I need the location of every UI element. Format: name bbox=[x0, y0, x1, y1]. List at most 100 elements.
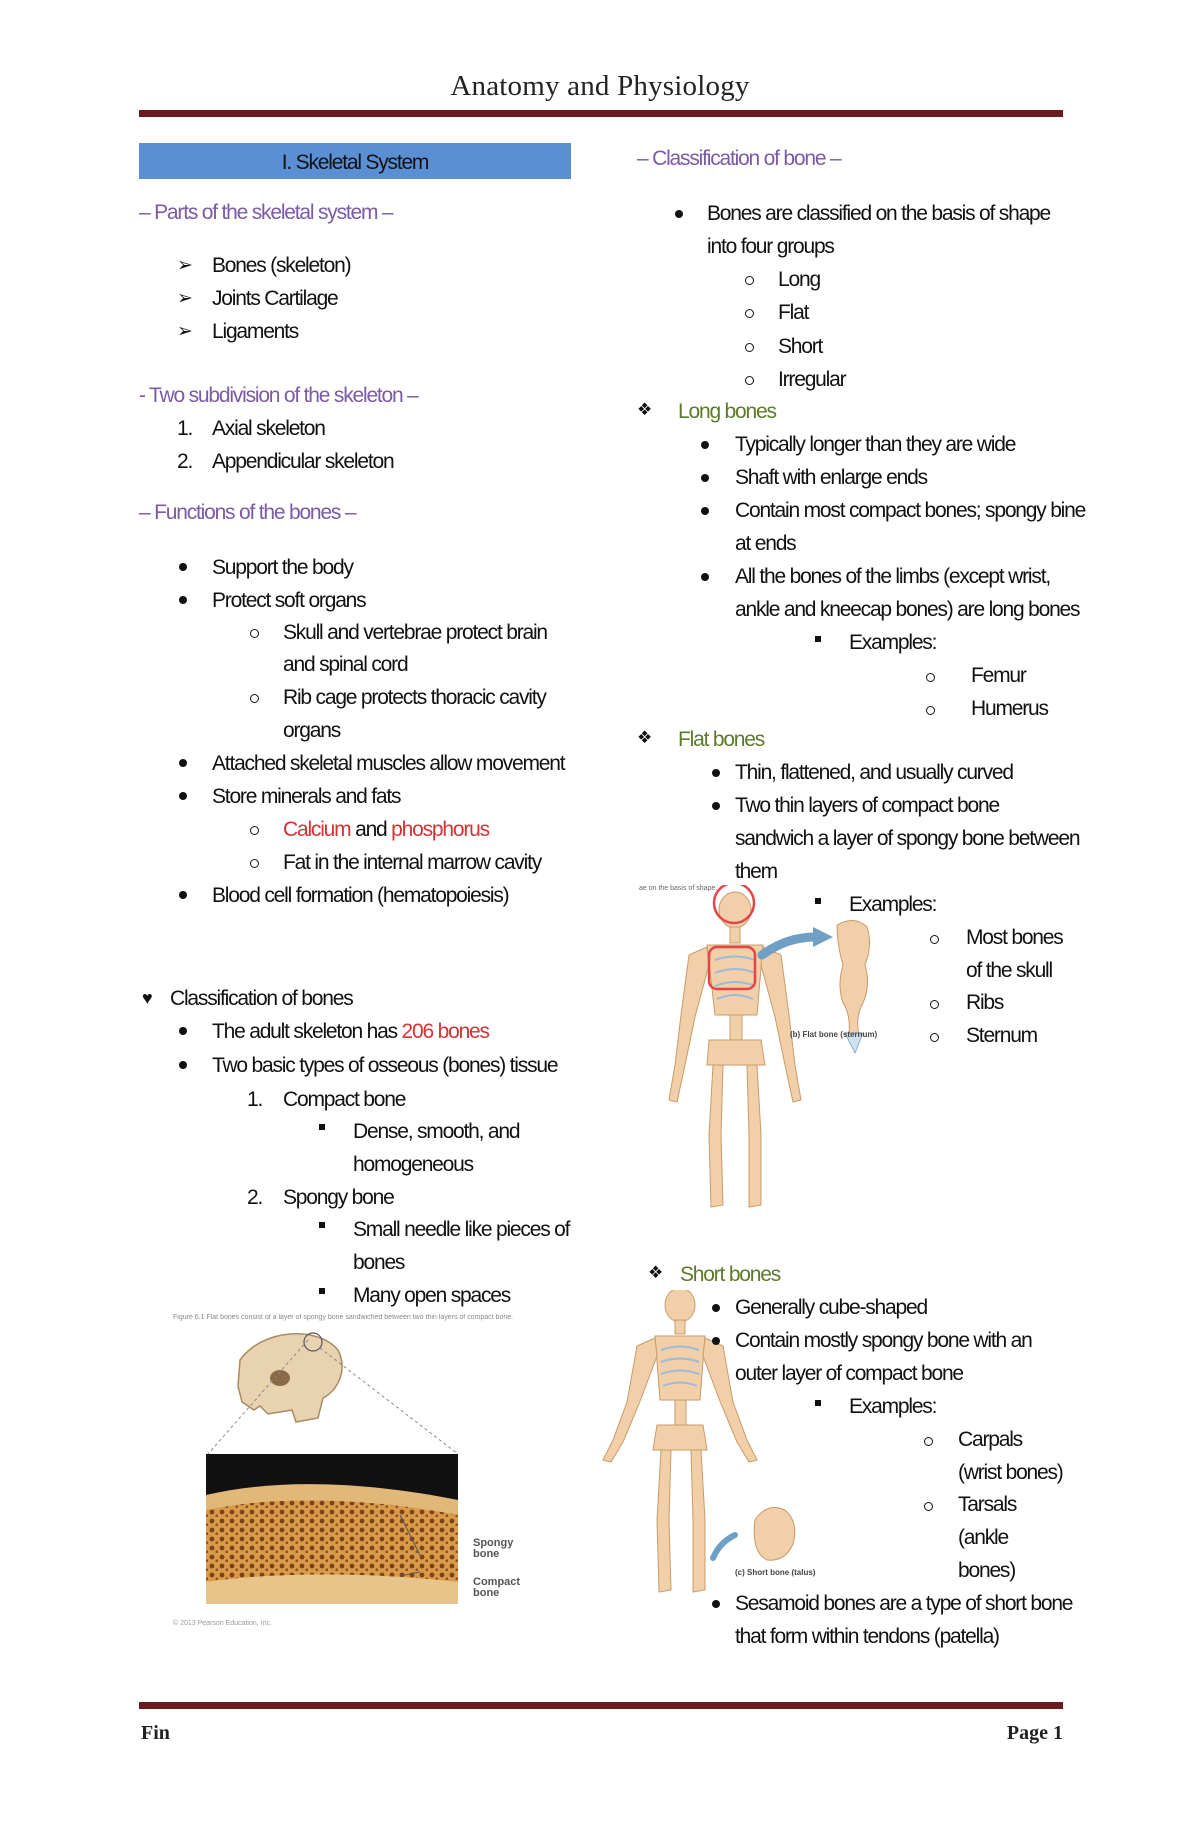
and-text: and bbox=[350, 818, 392, 841]
function-item: Protect soft organs bbox=[212, 589, 367, 612]
bullet-dot bbox=[701, 573, 709, 581]
bullet-dot bbox=[179, 759, 187, 767]
example-item: Ribs bbox=[966, 991, 1004, 1014]
example-item: Most bones bbox=[966, 926, 1064, 949]
function-subitem: Fat in the internal marrow cavity bbox=[283, 851, 542, 874]
figure-top-text: ae on the basis of shape. bbox=[639, 885, 718, 892]
label-line: Spongy bbox=[473, 1537, 514, 1549]
flat-bone-figure: Figure 6.1 Flat bones consist of a layer… bbox=[168, 1310, 568, 1635]
circle-bullet bbox=[924, 1502, 933, 1511]
flat-bones-point-cont: sandwich a layer of spongy bone between bbox=[735, 827, 1080, 850]
classification-intro-cont: into four groups bbox=[707, 235, 835, 258]
spongy-bone: Spongy bone bbox=[283, 1186, 395, 1209]
bullet-dot bbox=[701, 474, 709, 482]
page-title: Anatomy and Physiology bbox=[450, 70, 750, 102]
bullet-dot bbox=[712, 1304, 720, 1312]
classification-intro: Bones are classified on the basis of sha… bbox=[707, 202, 1051, 225]
square-bullet bbox=[815, 1400, 821, 1406]
header-rule bbox=[139, 110, 1063, 117]
circle-bullet bbox=[250, 826, 259, 835]
functions-heading: – Functions of the bones – bbox=[139, 501, 357, 524]
diamond-bullet-icon: ❖ bbox=[637, 728, 653, 747]
function-item: Store minerals and fats bbox=[212, 785, 402, 808]
circle-bullet bbox=[745, 376, 754, 385]
figure-copyright: © 2013 Pearson Education, Inc. bbox=[173, 1620, 272, 1627]
bone-group: Short bbox=[778, 335, 823, 358]
bullet-dot bbox=[712, 802, 720, 810]
circle-bullet bbox=[924, 1437, 933, 1446]
function-subitem-cont: organs bbox=[283, 719, 341, 742]
spongy-desc-cont: bones bbox=[353, 1251, 405, 1274]
square-bullet bbox=[319, 1222, 325, 1228]
bone-group: Long bbox=[778, 268, 821, 291]
square-bullet bbox=[815, 898, 821, 904]
list-number: 2. bbox=[177, 450, 193, 473]
long-bones-point-cont: ankle and kneecap bones) are long bones bbox=[735, 598, 1081, 621]
footer-author: Fin bbox=[141, 1722, 170, 1744]
bullet-dot bbox=[712, 1600, 720, 1608]
flat-bones-title: Flat bones bbox=[678, 728, 765, 751]
arrow-bullet-icon: ➢ bbox=[177, 288, 193, 309]
spongy-desc: Small needle like pieces of bbox=[353, 1218, 570, 1241]
bullet-dot bbox=[179, 1061, 187, 1069]
parts-item: Ligaments bbox=[212, 320, 299, 343]
function-subitem-cont: and spinal cord bbox=[283, 653, 409, 676]
flat-bones-point: Thin, flattened, and usually curved bbox=[735, 761, 1014, 784]
bullet-dot bbox=[179, 1027, 187, 1035]
example-item-cont: of the skull bbox=[966, 959, 1053, 982]
circle-bullet bbox=[250, 629, 259, 638]
example-item-cont: (wrist bones) bbox=[958, 1461, 1064, 1484]
circle-bullet bbox=[745, 276, 754, 285]
short-bones-point-cont: that form within tendons (patella) bbox=[735, 1625, 1000, 1648]
parts-item: Joints Cartilage bbox=[212, 287, 339, 310]
circle-bullet bbox=[930, 935, 939, 944]
adult-prefix: The adult skeleton has bbox=[212, 1020, 402, 1043]
classification-heading: Classification of bones bbox=[170, 987, 354, 1010]
examples-label: Examples: bbox=[849, 893, 937, 916]
example-item: Femur bbox=[971, 664, 1027, 687]
skeleton-illustration bbox=[668, 885, 871, 1208]
bone-count: 206 bones bbox=[401, 1020, 491, 1043]
circle-bullet bbox=[745, 309, 754, 318]
long-bones-point: All the bones of the limbs (except wrist… bbox=[735, 565, 1051, 588]
subdivision-item: Axial skeleton bbox=[212, 417, 326, 440]
spongy-desc: Many open spaces bbox=[353, 1284, 511, 1307]
arrow-bullet-icon: ➢ bbox=[177, 321, 193, 342]
short-bone-caption: (c) Short bone (talus) bbox=[735, 1568, 816, 1577]
function-item: Attached skeletal muscles allow movement bbox=[212, 752, 566, 775]
section-title: I. Skeletal System bbox=[281, 151, 430, 174]
long-bones-point: Typically longer than they are wide bbox=[735, 433, 1016, 456]
skeleton-illustration bbox=[602, 1290, 796, 1593]
example-item: Sternum bbox=[966, 1024, 1038, 1047]
short-bones-point: Generally cube-shaped bbox=[735, 1296, 928, 1319]
figure-caption: Figure 6.1 Flat bones consist of a layer… bbox=[173, 1314, 514, 1321]
calcium-text: Calcium bbox=[283, 818, 352, 841]
short-bones-title: Short bones bbox=[680, 1263, 781, 1286]
bullet-dot bbox=[179, 891, 187, 899]
circle-bullet bbox=[745, 343, 754, 352]
compact-desc: Dense, smooth, and bbox=[353, 1120, 521, 1143]
square-bullet bbox=[319, 1124, 325, 1130]
flat-bone-skeleton-figure: ae on the basis of shape. (b) Flat bone … bbox=[637, 885, 907, 1217]
bone-group: Irregular bbox=[778, 368, 847, 391]
short-bones-point-cont: outer layer of compact bone bbox=[735, 1362, 964, 1385]
long-bones-title: Long bones bbox=[678, 400, 777, 423]
circle-bullet bbox=[930, 1033, 939, 1042]
classification-bone-heading: – Classification of bone – bbox=[637, 147, 842, 170]
bullet-dot bbox=[712, 769, 720, 777]
subdivision-heading: - Two subdivision of the skeleton – bbox=[139, 384, 419, 407]
circle-bullet bbox=[926, 673, 935, 682]
function-subitem: Skull and vertebrae protect brain bbox=[283, 621, 548, 644]
diamond-bullet-icon: ❖ bbox=[648, 1263, 664, 1282]
diamond-bullet-icon: ❖ bbox=[637, 400, 653, 419]
bullet-dot bbox=[675, 210, 683, 218]
short-bones-point: Sesamoid bones are a type of short bone bbox=[735, 1592, 1073, 1615]
function-item: Support the body bbox=[212, 556, 354, 579]
compact-bone: Compact bone bbox=[283, 1088, 406, 1111]
long-bones-point: Shaft with enlarge ends bbox=[735, 466, 928, 489]
adult-skeleton-line: The adult skeleton has 206 bones bbox=[212, 1020, 491, 1043]
circle-bullet bbox=[930, 1000, 939, 1009]
section-title-bar: I. Skeletal System bbox=[139, 143, 571, 179]
list-number: 1. bbox=[177, 417, 193, 440]
label-line: bone bbox=[473, 1548, 500, 1560]
